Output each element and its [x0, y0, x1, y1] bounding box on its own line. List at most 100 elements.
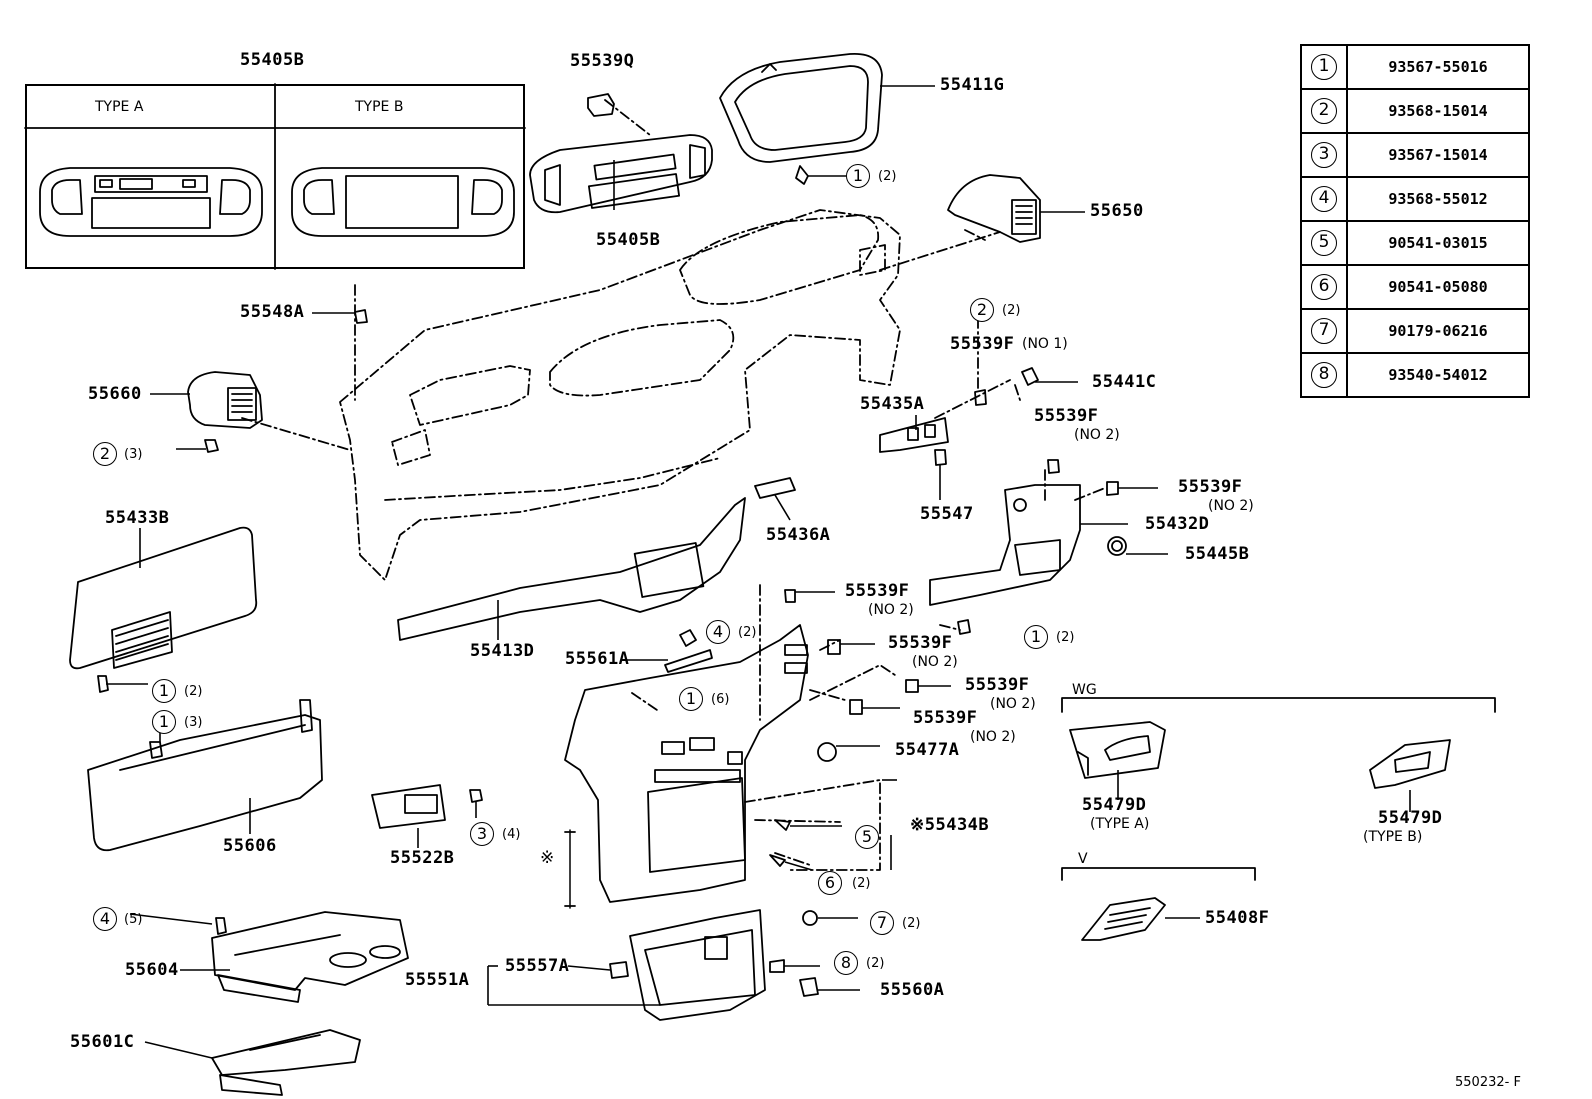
callout-qty: (2) [878, 169, 897, 184]
part-55445B: 55445B [1185, 544, 1250, 564]
part-55432D: 55432D [1145, 514, 1210, 534]
callout-qty: (6) [711, 692, 730, 707]
reference-number: 3 [1311, 142, 1337, 168]
part-55650: 55650 [1090, 201, 1144, 221]
part-55548A: 55548A [240, 302, 305, 322]
reference-row: 2 93568-15014 [1300, 88, 1530, 134]
note-no2-center-1: (NO 2) [868, 602, 914, 618]
callout-qty: (2) [1056, 630, 1075, 645]
part-55434B: ※55434B [910, 815, 990, 835]
reference-part-number: 90179-06216 [1346, 308, 1530, 354]
type-a-label: TYPE A [95, 99, 144, 115]
reference-part-number: 93540-54012 [1346, 352, 1530, 398]
note-type-a: (TYPE A) [1090, 816, 1150, 832]
callout-qty: (5) [124, 912, 143, 927]
part-55539F-center-4: 55539F [913, 708, 978, 728]
note-no2-center-2: (NO 2) [912, 654, 958, 670]
reference-number: 8 [1311, 362, 1337, 388]
part-55539F-upper: 55539F [1034, 406, 1099, 426]
reference-number: 5 [1311, 230, 1337, 256]
callout-qty: (3) [124, 447, 143, 462]
part-55411G: 55411G [940, 75, 1005, 95]
note-no2-right: (NO 2) [1208, 498, 1254, 514]
part-55557A: 55557A [505, 956, 570, 976]
part-55522B: 55522B [390, 848, 455, 868]
reference-number: 6 [1311, 274, 1337, 300]
callout-number: 6 [818, 871, 842, 895]
callout-number: 1 [152, 679, 176, 703]
reference-row: 4 93568-55012 [1300, 176, 1530, 222]
section-wg: WG [1072, 682, 1097, 698]
reference-row: 1 93567-55016 [1300, 44, 1530, 90]
note-no2-center-3: (NO 2) [990, 696, 1036, 712]
part-55539F-center-1: 55539F [845, 581, 910, 601]
reference-part-number: 93568-15014 [1346, 88, 1530, 134]
part-55539F-center-2: 55539F [888, 633, 953, 653]
reference-table: 1 93567-55016 2 93568-15014 3 93567-15014 4 935… [1300, 44, 1530, 398]
note-no2-upper: (NO 2) [1074, 427, 1120, 443]
part-55433B: 55433B [105, 508, 170, 528]
part-55479D-type-a: 55479D [1082, 795, 1147, 815]
reference-number: 7 [1311, 318, 1337, 344]
reference-row: 6 90541-05080 [1300, 264, 1530, 310]
reference-part-number: 90541-03015 [1346, 220, 1530, 266]
section-v: V [1078, 851, 1088, 867]
callout-qty: (2) [852, 876, 871, 891]
part-55539Q: 55539Q [570, 51, 635, 71]
part-55441C: 55441C [1092, 372, 1157, 392]
callout-qty: (4) [502, 827, 521, 842]
reference-part-number: 93567-55016 [1346, 44, 1530, 90]
part-55547: 55547 [920, 504, 974, 524]
part-55539F-right: 55539F [1178, 477, 1243, 497]
callout-number: 8 [834, 951, 858, 975]
callout-number: 1 [679, 687, 703, 711]
reference-part-number: 93567-15014 [1346, 132, 1530, 178]
part-55551A: 55551A [405, 970, 470, 990]
part-55601C: 55601C [70, 1032, 135, 1052]
part-55477A: 55477A [895, 740, 960, 760]
reference-row: 7 90179-06216 [1300, 308, 1530, 354]
part-55405B: 55405B [596, 230, 661, 250]
reference-row: 8 93540-54012 [1300, 352, 1530, 398]
callout-number: 1 [1024, 625, 1048, 649]
note-type-b: (TYPE B) [1363, 829, 1423, 845]
diagram-code: 550232- F [1455, 1075, 1521, 1090]
part-55539F-center-3: 55539F [965, 675, 1030, 695]
callout-qty: (3) [184, 715, 203, 730]
part-55479D-type-b: 55479D [1378, 808, 1443, 828]
part-55413D: 55413D [470, 641, 535, 661]
part-55436A: 55436A [766, 525, 831, 545]
part-55606: 55606 [223, 836, 277, 856]
callout-number: 2 [93, 442, 117, 466]
reference-row: 3 93567-15014 [1300, 132, 1530, 178]
note-no1: (NO 1) [1022, 336, 1068, 352]
callout-number: 3 [470, 822, 494, 846]
type-b-label: TYPE B [355, 99, 404, 115]
reference-row: 5 90541-03015 [1300, 220, 1530, 266]
reference-number: 4 [1311, 186, 1337, 212]
callout-number: 4 [706, 620, 730, 644]
part-55560A: 55560A [880, 980, 945, 1000]
callout-number: 2 [970, 298, 994, 322]
reference-number: 2 [1311, 98, 1337, 124]
callout-number: 7 [870, 911, 894, 935]
callout-number: 1 [152, 710, 176, 734]
callout-number: 4 [93, 907, 117, 931]
reference-number: 1 [1311, 54, 1337, 80]
type-comparison-box [25, 84, 525, 269]
part-55539F-no1: 55539F [950, 334, 1015, 354]
callout-qty: (2) [1002, 303, 1021, 318]
callout-qty: (2) [866, 956, 885, 971]
reference-part-number: 90541-05080 [1346, 264, 1530, 310]
part-55435A: 55435A [860, 394, 925, 414]
part-55660: 55660 [88, 384, 142, 404]
part-55561A: 55561A [565, 649, 630, 669]
type-box-title: 55405B [240, 50, 305, 70]
note-no2-center-4: (NO 2) [970, 729, 1016, 745]
part-55604: 55604 [125, 960, 179, 980]
note-mark: ※ [540, 848, 555, 868]
callout-qty: (2) [184, 684, 203, 699]
reference-part-number: 93568-55012 [1346, 176, 1530, 222]
